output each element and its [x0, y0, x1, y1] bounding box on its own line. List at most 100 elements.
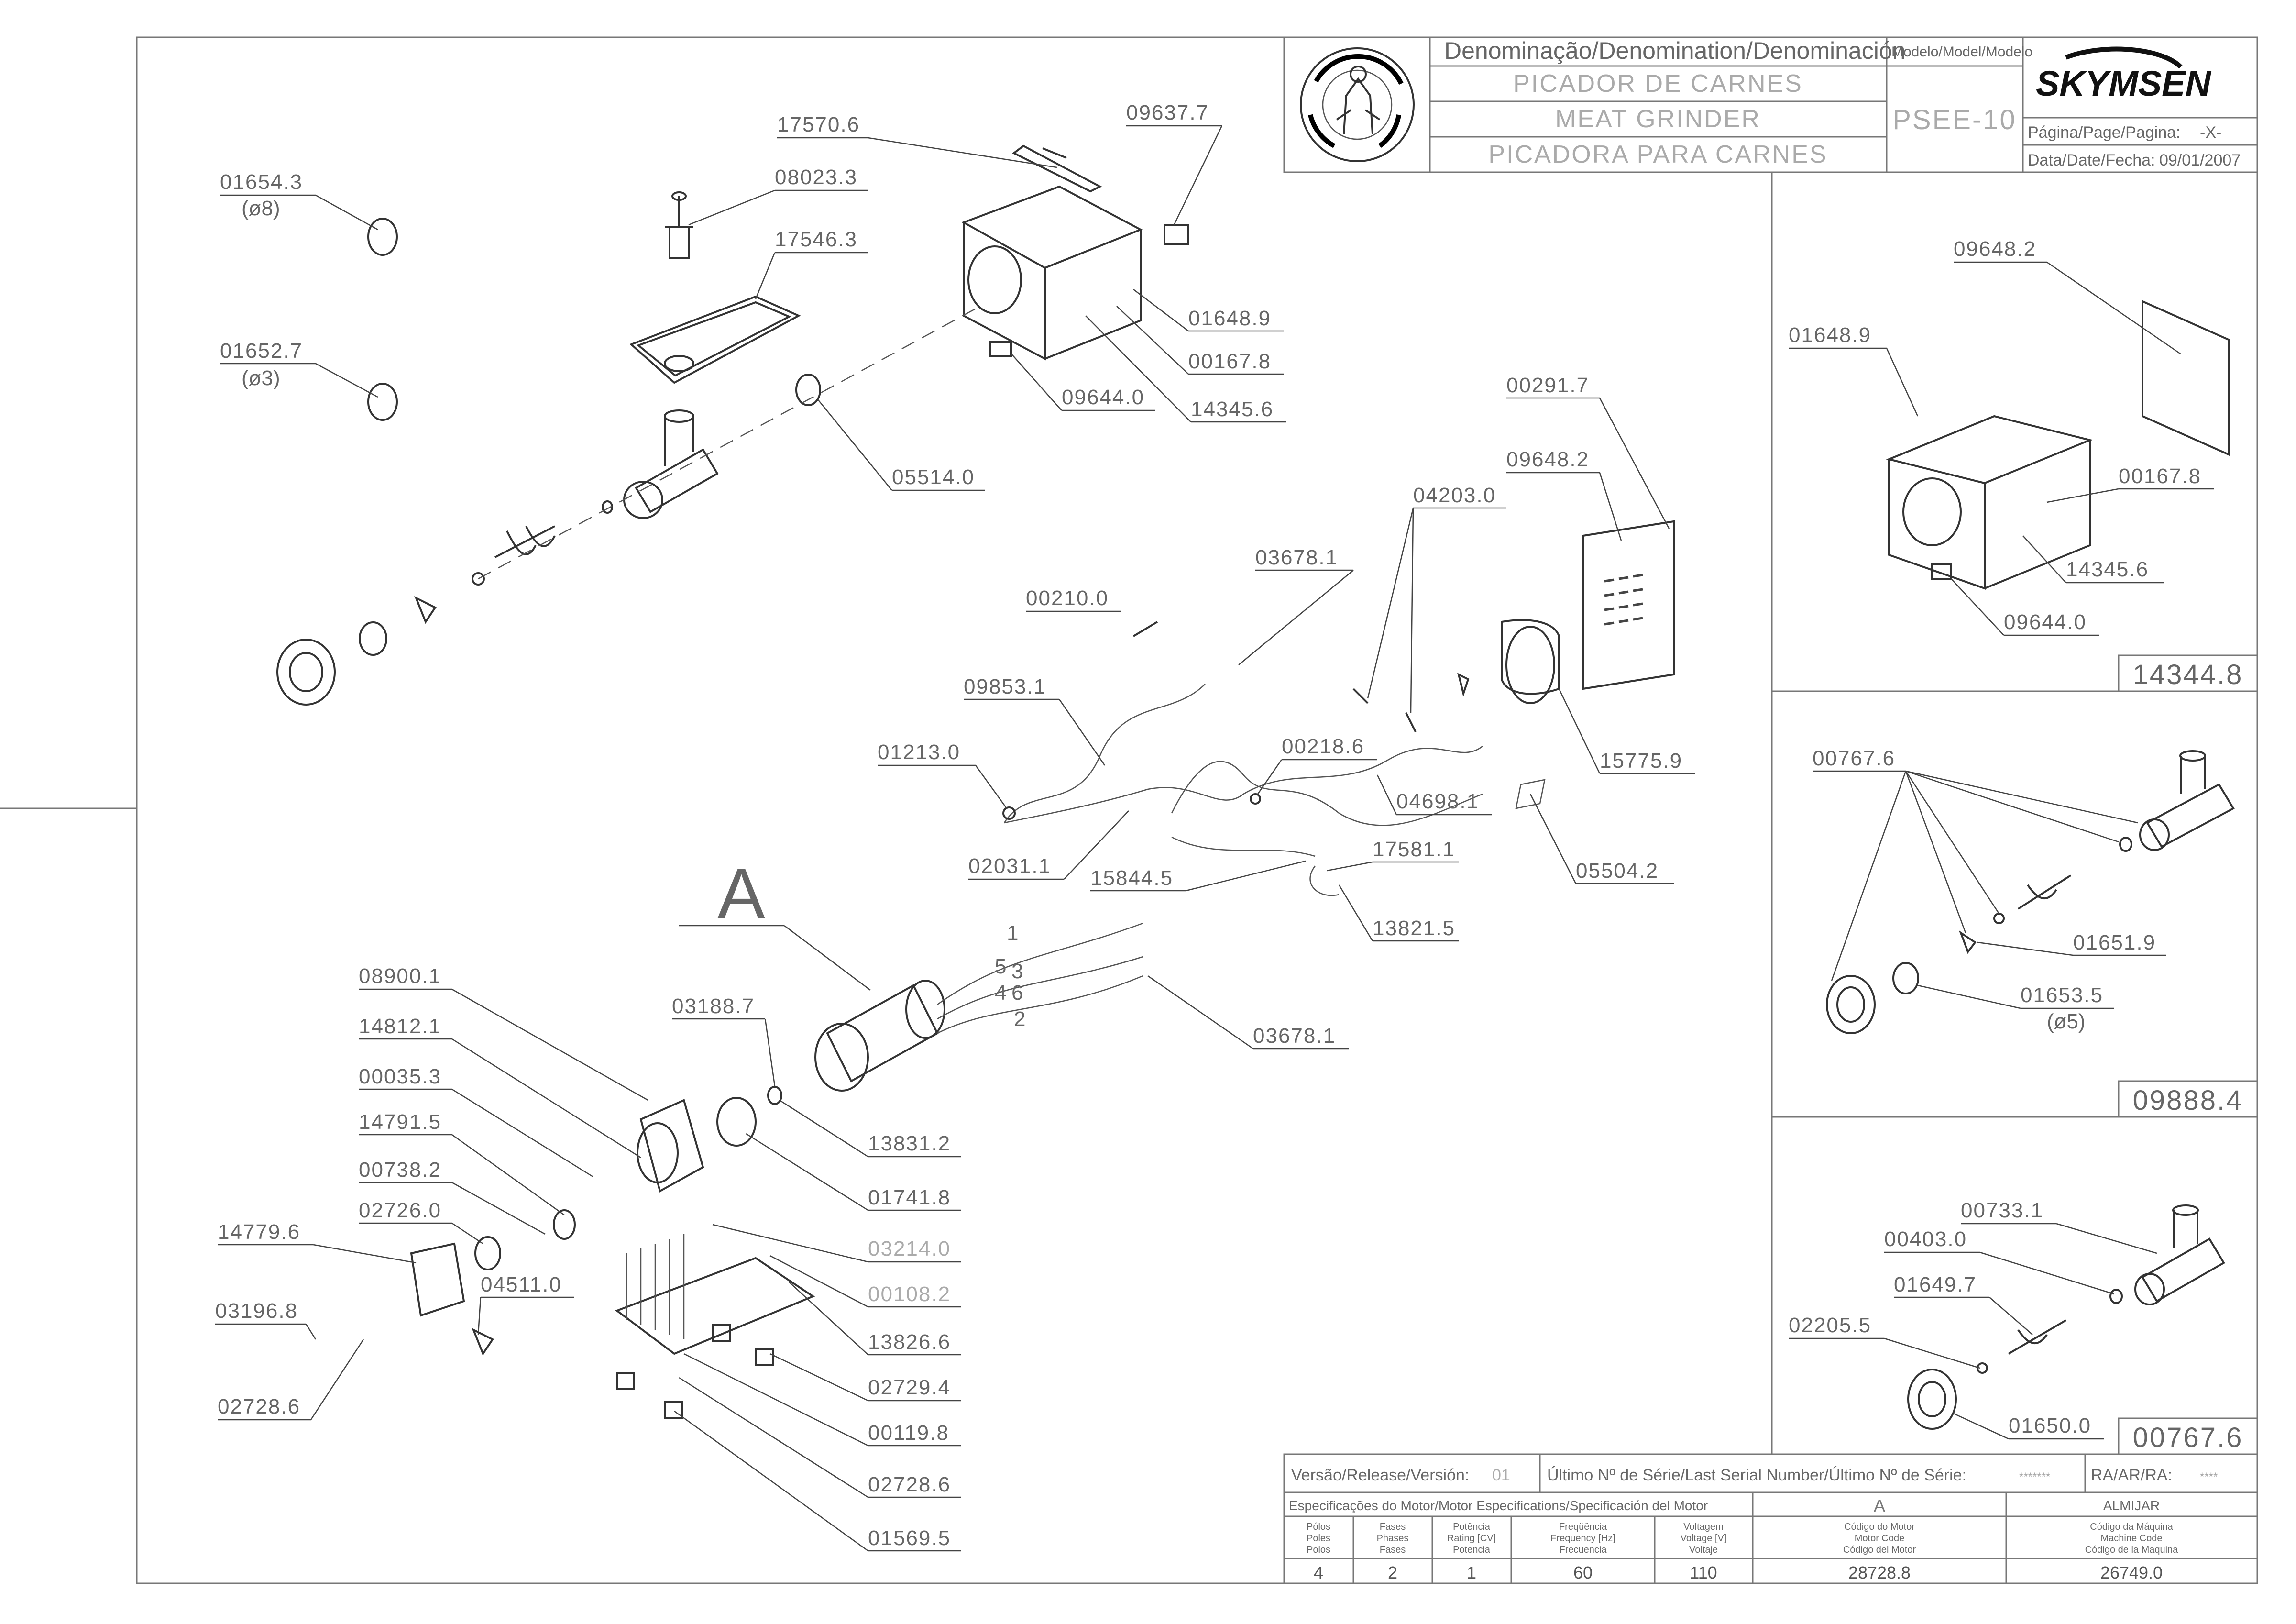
part-label: 09648.2 — [1506, 448, 1589, 471]
panel-code: 14344.8 — [2133, 659, 2243, 690]
wire-number-1: 1 — [1007, 921, 1019, 945]
part-label: 00218.6 — [1282, 735, 1364, 758]
name-en: MEAT GRINDER — [1555, 105, 1761, 133]
version-label: Versão/Release/Versión: — [1291, 1466, 1469, 1484]
pusher — [665, 196, 693, 259]
voltage-value: 110 — [1690, 1563, 1717, 1582]
frequency-value: 60 — [1573, 1563, 1593, 1582]
spec-col-frequency: Freqüência Frequency [Hz] Frecuencia 60 — [1550, 1522, 1615, 1582]
page-value: -X- — [2200, 123, 2221, 142]
svg-text:Frecuencia: Frecuencia — [1560, 1545, 1607, 1555]
svg-text:Polos: Polos — [1307, 1545, 1330, 1555]
date-value: 09/01/2007 — [2159, 151, 2241, 169]
svg-text:Frequency [Hz]: Frequency [Hz] — [1550, 1533, 1615, 1544]
svg-text:Freqüência: Freqüência — [1559, 1522, 1607, 1532]
callout-a: A — [717, 853, 767, 934]
name-pt: PICADOR DE CARNES — [1513, 70, 1803, 98]
part-label: 14345.6 — [1191, 398, 1274, 421]
spec-col-phases: Fases Phases Fases 2 — [1377, 1522, 1409, 1582]
part-label: 09637.7 — [1126, 101, 1209, 124]
part-label: 08900.1 — [359, 964, 441, 988]
part-label: 00035.3 — [359, 1065, 441, 1088]
part-label: 03678.1 — [1253, 1024, 1336, 1048]
svg-text:Voltagem: Voltagem — [1683, 1522, 1723, 1532]
part-label: 01654.3 — [220, 170, 303, 194]
part-label: 08023.3 — [775, 166, 857, 189]
part-label: 14812.1 — [359, 1015, 441, 1038]
part-label: 00119.8 — [868, 1421, 949, 1445]
svg-text:Machine Code: Machine Code — [2101, 1533, 2163, 1544]
wire-number-5: 5 — [995, 955, 1007, 978]
part-label: 17570.6 — [777, 113, 860, 136]
part-label: 02728.6 — [868, 1473, 951, 1496]
svg-text:Fases: Fases — [1380, 1522, 1406, 1532]
part-label: 17581.1 — [1373, 838, 1455, 861]
part-label: 14345.6 — [2066, 558, 2149, 581]
motor-housing-box — [961, 144, 1143, 361]
svg-text:Código del Motor: Código del Motor — [1843, 1545, 1916, 1555]
serial-label: Último Nº de Série/Last Serial Number/Úl… — [1547, 1466, 1966, 1484]
model-code: PSEE-10 — [1892, 104, 2017, 135]
part-label: 15844.5 — [1090, 866, 1173, 890]
manufacturer: ALMIJAR — [2103, 1498, 2160, 1513]
part-label: 02729.4 — [868, 1376, 951, 1399]
machine-code-value: 26749.0 — [2100, 1563, 2163, 1582]
part-label: 00738.2 — [359, 1158, 441, 1182]
wire-number-2: 2 — [1014, 1007, 1026, 1031]
motor-spec-label: Especificações do Motor/Motor Especifica… — [1289, 1498, 1708, 1513]
svg-text:Fases: Fases — [1380, 1545, 1406, 1555]
part-label: 00108.2 — [868, 1282, 951, 1306]
rating-value: 1 — [1467, 1563, 1476, 1582]
part-label: 02728.6 — [218, 1395, 300, 1418]
part-label: 13826.6 — [868, 1330, 951, 1354]
ra-value: **** — [2200, 1470, 2218, 1483]
knife — [414, 596, 437, 624]
serial-value: ******* — [2019, 1470, 2050, 1483]
part-label: 09644.0 — [2004, 610, 2087, 634]
part-label: 01650.0 — [2009, 1414, 2091, 1437]
svg-text:Poles: Poles — [1307, 1533, 1330, 1544]
svg-text:Potência: Potência — [1453, 1522, 1491, 1532]
part-label: 14779.6 — [218, 1220, 300, 1244]
page-label: Página/Page/Pagina: — [2028, 123, 2180, 142]
part-label: 00167.8 — [2119, 464, 2201, 488]
wire-number-6: 6 — [1011, 981, 1024, 1005]
mincer-body — [635, 448, 719, 513]
part-sublabel: (ø8) — [242, 197, 280, 220]
motor — [814, 922, 1143, 1092]
spec-col-poles: Pólos Poles Polos 4 — [1307, 1522, 1330, 1582]
part-label: 02726.0 — [359, 1199, 441, 1222]
brand-swoosh-icon — [2065, 46, 2183, 69]
date-label: Data/Date/Fecha: — [2028, 151, 2155, 169]
svg-text:Potencia: Potencia — [1453, 1545, 1491, 1555]
motor-spec-table: Versão/Release/Versión: 01 Último Nº de … — [1283, 1453, 2258, 1584]
part-label: 03678.1 — [1255, 546, 1338, 569]
brand-logo: SKYMSEN — [2036, 64, 2212, 103]
part-label: 00403.0 — [1884, 1227, 1967, 1251]
part-label: 05504.2 — [1576, 859, 1659, 883]
svg-text:Código da Máquina: Código da Máquina — [2090, 1522, 2173, 1532]
spec-col-motor-code: Código do Motor Motor Code Código del Mo… — [1843, 1522, 1916, 1582]
part-label: 01651.9 — [2073, 931, 2156, 954]
motor-code-value: 28728.8 — [1848, 1563, 1911, 1582]
authorized-service-seal — [1300, 47, 1415, 162]
part-label: 01648.9 — [1188, 307, 1271, 330]
control-panel — [1582, 520, 1675, 690]
part-label: 01213.0 — [878, 740, 960, 764]
part-label: 14791.5 — [359, 1110, 441, 1134]
svg-text:Rating [CV]: Rating [CV] — [1447, 1533, 1496, 1544]
part-label: 01569.5 — [868, 1526, 951, 1550]
part-label: 05514.0 — [892, 465, 975, 489]
main-exploded-assembly: A 1 5 3 4 6 2 — [276, 144, 1675, 1419]
part-label: 09644.0 — [1062, 386, 1144, 409]
part-label: 02205.5 — [1789, 1314, 1871, 1337]
o-ring — [716, 1097, 757, 1147]
part-label: 00167.8 — [1188, 350, 1271, 373]
foot — [616, 1372, 635, 1390]
denomination-label: Denominação/Denomination/Denominación — [1444, 37, 1905, 64]
base-plate — [615, 1257, 815, 1355]
motor-letter: A — [1874, 1496, 1885, 1515]
part-label: 04511.0 — [481, 1273, 562, 1296]
part-label: 13831.2 — [868, 1132, 951, 1155]
part-label: 15775.9 — [1600, 749, 1682, 773]
